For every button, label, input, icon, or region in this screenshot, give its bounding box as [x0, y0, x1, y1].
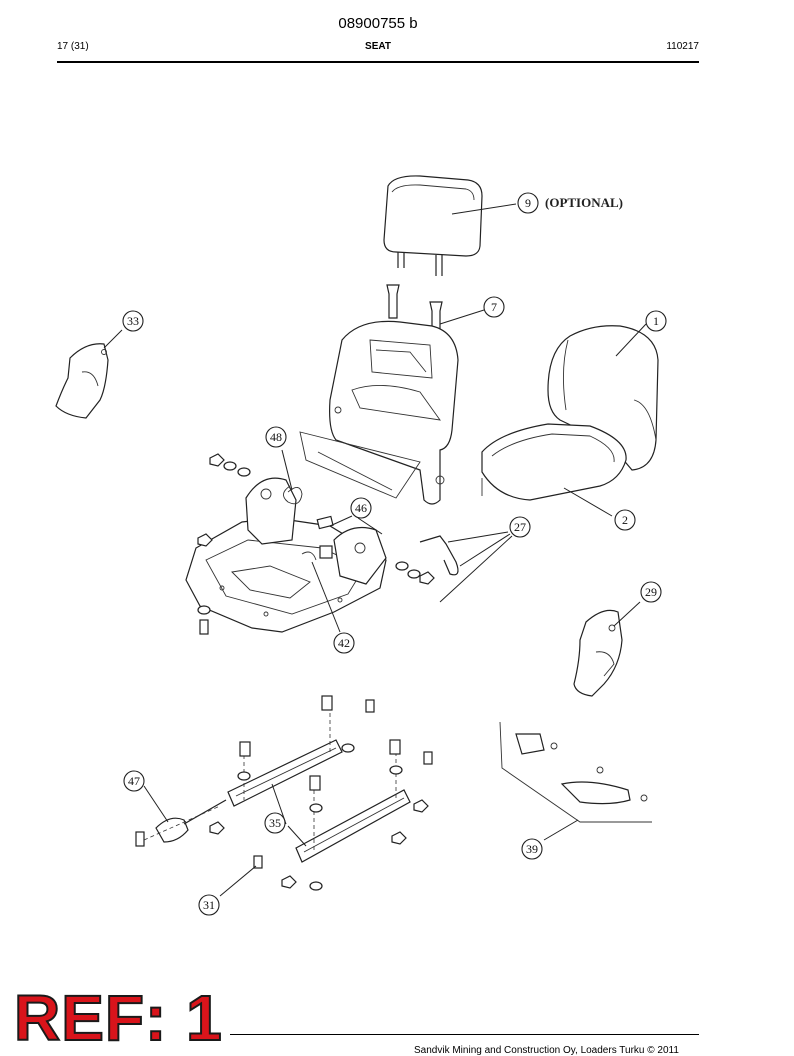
ref-stamp: REF: 1 [13, 982, 223, 1054]
svg-text:2: 2 [622, 513, 628, 527]
svg-text:47: 47 [128, 774, 140, 788]
callout-29: 29 [640, 581, 662, 603]
callout-48: 48 [265, 426, 287, 448]
callout-1: 1 [645, 310, 667, 332]
svg-text:42: 42 [338, 636, 350, 650]
page-indicator: 17 (31) [57, 41, 89, 52]
callout-35: 35 [264, 812, 286, 834]
spring-icon [283, 485, 303, 505]
footer-copyright: Sandvik Mining and Construction Oy, Load… [414, 1045, 679, 1056]
callout-42: 42 [333, 632, 355, 654]
optional-label: (OPTIONAL) [545, 195, 623, 210]
seat-base-frame-icon [185, 477, 387, 633]
callout-2: 2 [614, 509, 636, 531]
callout-33: 33 [122, 310, 144, 332]
slide-rail-left-icon [227, 706, 343, 807]
svg-text:29: 29 [645, 585, 657, 599]
callout-9: 9 [517, 192, 539, 214]
header-rule [57, 61, 699, 63]
rail-bolts-icon [209, 695, 433, 891]
callout-39: 39 [521, 838, 543, 860]
lever-rod-icon [419, 535, 459, 576]
svg-text:31: 31 [203, 898, 215, 912]
callout-46: 46 [350, 497, 372, 519]
nuts-washers-icon [197, 453, 435, 635]
svg-text:1: 1 [653, 314, 659, 328]
svg-text:39: 39 [526, 842, 538, 856]
date-code: 110217 [666, 41, 699, 52]
callout-7: 7 [483, 296, 505, 318]
slide-rail-right-icon [295, 752, 411, 863]
footer-rule [230, 1034, 699, 1035]
slide-handle-icon [135, 799, 227, 847]
svg-text:46: 46 [355, 501, 367, 515]
side-cover-right-icon [573, 609, 623, 697]
svg-text:33: 33 [127, 314, 139, 328]
svg-text:27: 27 [514, 520, 526, 534]
document-number: 08900755 b [338, 15, 418, 32]
callout-31: 31 [198, 894, 220, 916]
svg-text:7: 7 [491, 300, 497, 314]
callout-27: 27 [509, 516, 531, 538]
clip-parts-icon [301, 515, 334, 561]
section-title: SEAT [365, 41, 391, 52]
seat-cushion-icon [481, 423, 627, 501]
svg-text:48: 48 [270, 430, 282, 444]
backrest-cushion-icon [547, 325, 659, 471]
leader-lines [103, 203, 647, 897]
headrest-icon [383, 175, 483, 276]
svg-text:35: 35 [269, 816, 281, 830]
svg-text:9: 9 [525, 196, 531, 210]
detail-inset-icon [499, 721, 652, 823]
backrest-frame-icon [299, 320, 459, 505]
side-cover-left-icon [55, 343, 109, 419]
callout-47: 47 [123, 770, 145, 792]
